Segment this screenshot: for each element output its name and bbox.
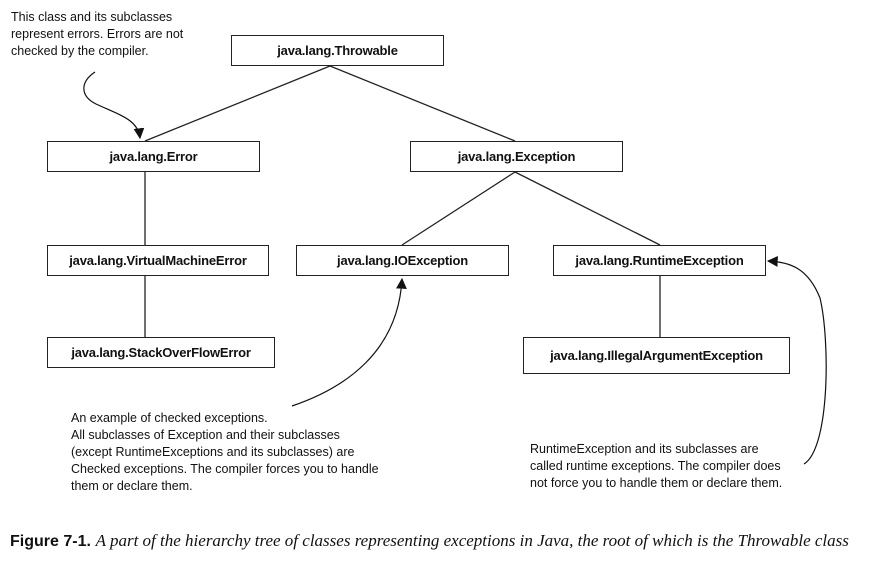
note-checked-line: An example of checked exceptions.: [71, 411, 268, 425]
edge-exception-runtime: [514, 171, 661, 246]
note-errors-line: This class and its subclasses: [11, 10, 173, 24]
note-checked-exceptions: An example of checked exceptions. All su…: [71, 410, 379, 495]
arrow-to-runtime: [766, 256, 827, 465]
note-runtime-line: called runtime exceptions. The compiler …: [530, 459, 781, 473]
edge-throwable-exception: [329, 65, 516, 142]
caption-text: A part of the hierarchy tree of classes …: [95, 531, 849, 550]
note-errors-line: checked by the compiler.: [11, 44, 149, 58]
note-runtime-line: not force you to handle them or declare …: [530, 476, 783, 490]
note-runtime-exceptions: RuntimeException and its subclasses are …: [530, 441, 782, 492]
figure-caption: Figure 7-1. A part of the hierarchy tree…: [10, 528, 890, 554]
note-checked-line: them or declare them.: [71, 479, 193, 493]
edge-exception-ioexception: [401, 171, 516, 246]
node-io-exception: java.lang.IOException: [296, 245, 509, 276]
edge-throwable-error: [144, 65, 331, 142]
node-throwable: java.lang.Throwable: [231, 35, 444, 66]
note-checked-line: Checked exceptions. The compiler forces …: [71, 462, 379, 476]
note-runtime-line: RuntimeException and its subclasses are: [530, 442, 759, 456]
node-illegal-argument-exception: java.lang.IllegalArgumentException: [523, 337, 790, 374]
note-checked-line: All subclasses of Exception and their su…: [71, 428, 340, 442]
node-error: java.lang.Error: [47, 141, 260, 172]
caption-label: Figure 7-1.: [10, 533, 91, 550]
note-errors: This class and its subclasses represent …: [11, 9, 183, 60]
node-runtime-exception: java.lang.RuntimeException: [553, 245, 766, 276]
node-stack-overflow-error: java.lang.StackOverFlowError: [47, 337, 275, 368]
node-exception: java.lang.Exception: [410, 141, 623, 172]
node-virtual-machine-error: java.lang.VirtualMachineError: [47, 245, 269, 276]
arrow-to-error: [83, 71, 145, 140]
note-checked-line: (except RuntimeExceptions and its subcla…: [71, 445, 355, 459]
arrow-to-ioexception: [291, 277, 407, 407]
note-errors-line: represent errors. Errors are not: [11, 27, 184, 41]
